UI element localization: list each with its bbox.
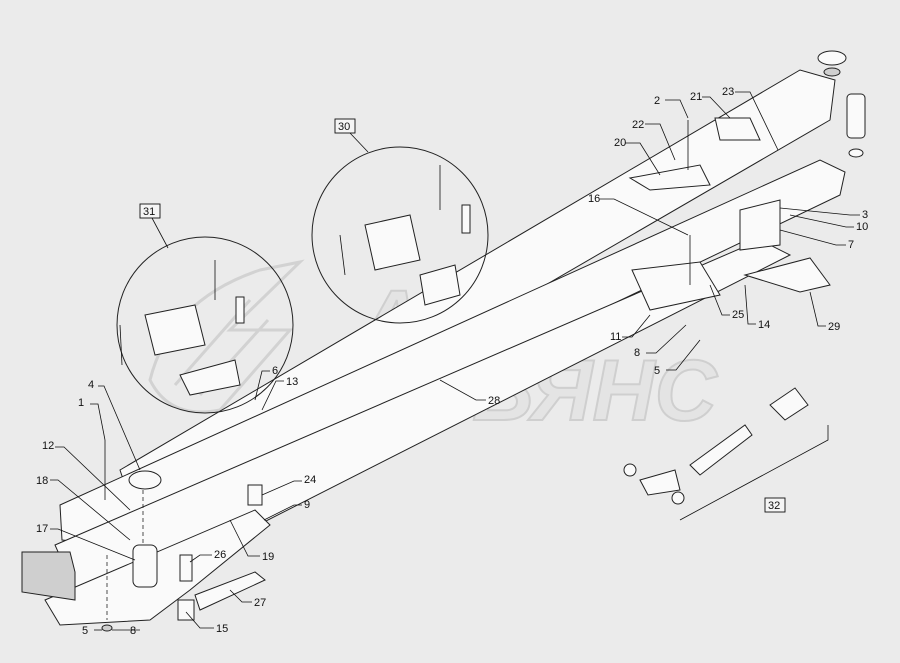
callout-13: 13 xyxy=(286,376,298,388)
callout-4: 4 xyxy=(88,379,94,391)
callout-17: 17 xyxy=(36,523,48,535)
callout-28: 28 xyxy=(488,395,500,407)
callout-2: 2 xyxy=(654,95,660,107)
callout-5b: 5 xyxy=(654,365,660,377)
middle-beam xyxy=(59,159,846,546)
callout-15: 15 xyxy=(216,623,228,635)
end-bracket xyxy=(21,551,76,601)
detail-30 xyxy=(311,132,489,324)
left-pivot-assembly xyxy=(101,440,266,632)
callout-25: 25 xyxy=(732,309,744,321)
bushing xyxy=(846,93,866,139)
callout-10: 10 xyxy=(856,221,868,233)
callout-5a: 5 xyxy=(82,625,88,637)
lever-29 xyxy=(743,257,831,293)
bracket-7 xyxy=(739,199,781,251)
callout-27: 27 xyxy=(254,597,266,609)
callout-7: 7 xyxy=(848,239,854,251)
pin-26 xyxy=(179,554,193,582)
clamp-24 xyxy=(247,484,263,506)
callout-21: 21 xyxy=(690,91,702,103)
callout-labels: 1 2 3 4 5 5 6 7 8 8 9 10 11 12 13 14 15 … xyxy=(36,86,868,637)
callout-6: 6 xyxy=(272,365,278,377)
sleeve-15 xyxy=(177,599,195,621)
svg-text:32: 32 xyxy=(768,500,780,512)
ring-4 xyxy=(128,470,162,490)
washer-8 xyxy=(101,624,113,632)
detail-31 xyxy=(116,217,294,414)
callout-14: 14 xyxy=(758,319,770,331)
arm-16 xyxy=(631,261,721,311)
right-hinge-assembly xyxy=(628,50,866,311)
svg-text:31: 31 xyxy=(143,206,155,218)
plate-20 xyxy=(628,164,711,191)
callout-16: 16 xyxy=(588,193,600,205)
arm-27 xyxy=(194,571,266,611)
callout-24: 24 xyxy=(304,474,316,486)
ring-inner xyxy=(823,67,841,77)
detail-32 xyxy=(623,387,829,521)
callout-20: 20 xyxy=(614,137,626,149)
group-label-30: 30 xyxy=(334,118,356,134)
callout-12: 12 xyxy=(42,440,54,452)
callout-29: 29 xyxy=(828,321,840,333)
bushing-17 xyxy=(132,544,158,588)
callout-19: 19 xyxy=(262,551,274,563)
callout-11: 11 xyxy=(610,331,621,343)
callout-3: 3 xyxy=(862,209,868,221)
callout-22: 22 xyxy=(632,119,644,131)
svg-text:30: 30 xyxy=(338,121,350,133)
callout-1: 1 xyxy=(78,397,84,409)
callout-8a: 8 xyxy=(130,625,136,637)
group-label-31: 31 xyxy=(139,203,161,219)
callout-leaders xyxy=(50,91,860,631)
plate-21 xyxy=(714,117,761,141)
callout-9: 9 xyxy=(304,499,310,511)
top-ring xyxy=(817,50,847,66)
callout-8b: 8 xyxy=(634,347,640,359)
group-label-32: 32 xyxy=(764,497,786,513)
bushing-cap xyxy=(848,148,864,158)
callout-26: 26 xyxy=(214,549,226,561)
callout-23: 23 xyxy=(722,86,734,98)
callout-18: 18 xyxy=(36,475,48,487)
